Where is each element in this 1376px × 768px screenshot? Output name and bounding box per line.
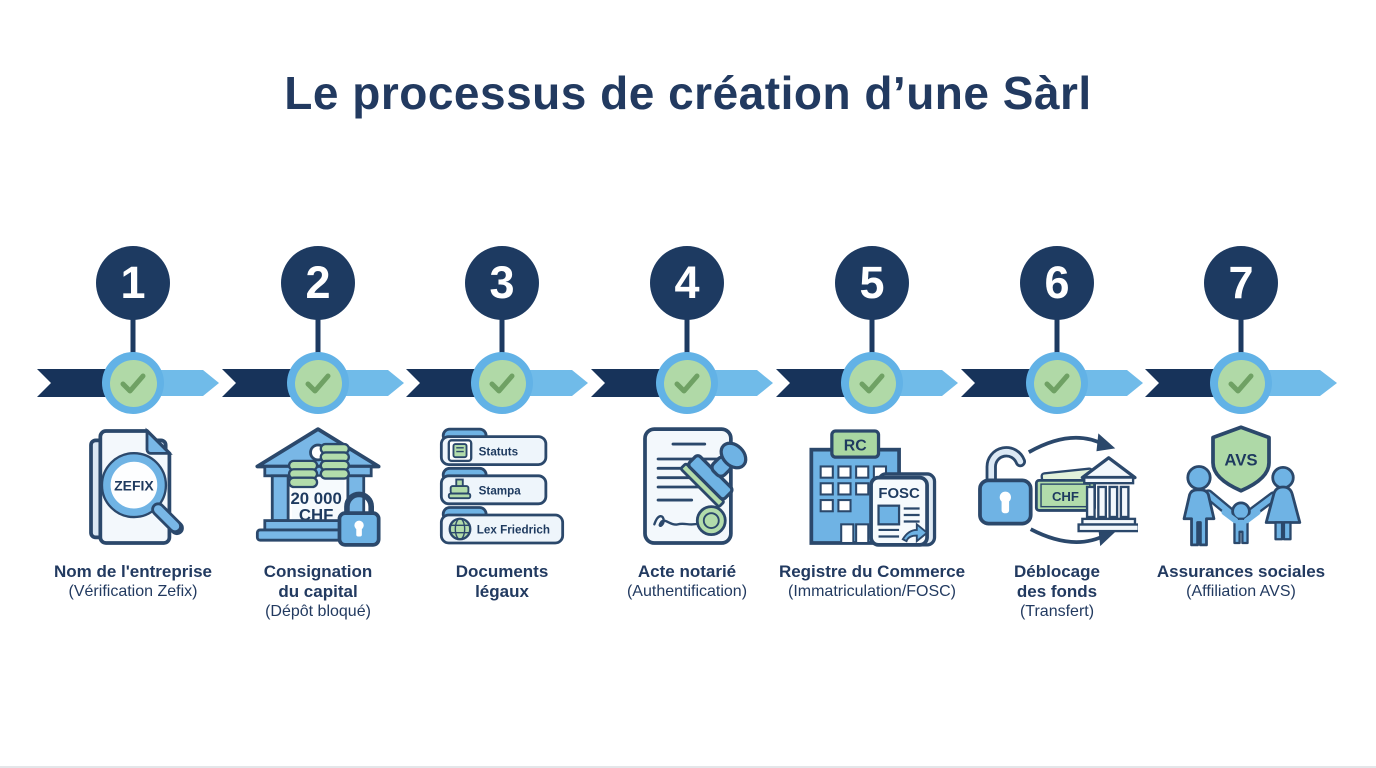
checkmark-icon [848,359,896,407]
checkpoint-circle [656,352,718,414]
transfer-arrow-top [1096,433,1116,452]
step-label-sub: (Immatriculation/FOSC) [787,583,957,600]
step-column-7: 7 AVS [1148,0,1334,768]
step-label-sub: (Affiliation AVS) [1186,583,1296,600]
step-column-4: 4 [594,0,780,768]
family-figures [1182,465,1302,547]
step-number-badge: 7 [1204,246,1278,320]
step-number-badge: 4 [650,246,724,320]
checkpoint-circle [1210,352,1272,414]
legal-documents-folders-icon: Statuts Stampa Lex Frie [432,424,572,555]
step-connector-line [499,316,505,360]
checkmark-icon [294,359,342,407]
step-label-line1: Assurances sociales [1156,562,1326,581]
step-column-6: 6 [964,0,1150,768]
step-label-line1: Déblocage [1014,562,1100,581]
step-label-sub: (Dépôt bloqué) [265,603,371,620]
step-number-badge: 2 [281,246,355,320]
step-label-line2: du capital [278,582,358,601]
step-label-sub: (Vérification Zefix) [68,583,198,600]
checkmark-icon [663,359,711,407]
doc-label-statuts: Statuts [479,445,519,458]
checkpoint-circle [471,352,533,414]
avs-shield-label: AVS [1224,451,1257,470]
step-number-badge: 5 [835,246,909,320]
checkmark-icon [109,359,157,407]
step-label-sub: (Transfert) [1019,603,1095,620]
open-padlock-icon [978,446,1033,526]
page-title: Le processus de création d’une Sàrl [284,67,1092,119]
step-label: Acte notarié (Authentification) [627,562,747,602]
step-number-badge: 6 [1020,246,1094,320]
stamp-icon [680,441,748,508]
commerce-registry-newspaper-icon: RC FOSC [802,424,942,555]
social-insurance-family-icon: AVS [1171,424,1311,555]
transfer-arrow-bottom [1098,528,1118,547]
step-label-line1: Documents [455,562,549,581]
fosc-title-label: FOSC [878,485,920,502]
step-label: Registre du Commerce (Immatriculation/FO… [779,562,965,602]
step-label: Nom de l'entreprise (Vérification Zefix) [54,562,212,602]
checkpoint-circle [1026,352,1088,414]
funds-release-transfer-icon: CHF [976,424,1140,553]
checkmark-icon [478,359,526,407]
bank-deposit-lock-icon: 20 000 CHF [248,424,388,555]
step-connector-line [1054,316,1060,360]
folder-statuts: Statuts [439,427,548,466]
checkpoint-circle [287,352,349,414]
step-label-sub: (Authentification) [626,583,748,600]
doc-label-stampa: Stampa [479,484,522,497]
notarized-deed-stamp-icon [617,424,757,555]
capital-amount-label: 20 000 [290,489,341,508]
step-label-line1: Registre du Commerce [778,562,966,581]
checkpoint-circle [102,352,164,414]
step-connector-line [1238,316,1244,360]
checkpoint-circle [841,352,903,414]
bank-outline-icon [1077,456,1140,533]
step-connector-line [869,316,875,360]
step-label: Consignation du capital (Dépôt bloqué) [264,562,373,622]
bottom-edge-line [0,766,1376,768]
folder-stampa: Stampa [439,466,548,506]
checkmark-icon [1217,359,1265,407]
padlock-icon [337,491,381,547]
step-connector-line [315,316,321,360]
step-connector-line [684,316,690,360]
step-label: Documents légaux [456,562,549,602]
chf-banknote-icon: CHF [1034,467,1096,512]
zefix-document-magnifier-icon: ZEFIX [63,424,203,555]
fosc-newspaper: FOSC [869,472,937,547]
rc-sign-label: RC [844,438,867,455]
step-number-badge: 3 [465,246,539,320]
step-column-5: 5 RC FOSC [779,0,965,768]
step-label-line2: légaux [475,582,529,601]
step-label-line1: Nom de l'entreprise [53,562,213,581]
step-label-line1: Acte notarié [637,562,737,581]
checkmark-icon [1033,359,1081,407]
zefix-label: ZEFIX [114,478,154,494]
step-number-badge: 1 [96,246,170,320]
avs-shield-icon: AVS [1211,425,1271,493]
step-label-line1: Consignation [263,562,373,581]
notary-seal-icon [695,505,727,536]
step-label: Déblocage des fonds (Transfert) [1014,562,1100,622]
step-label-line2: des fonds [1016,582,1098,601]
doc-label-lex-friedrich: Lex Friedrich [477,524,550,537]
step-connector-line [130,316,136,360]
step-column-1: 1 ZEFIX Nom de l'entreprise (Vérificatio… [40,0,226,768]
coin-stacks-icon [287,442,350,489]
step-column-3: 3 Statuts [409,0,595,768]
step-column-2: 2 [225,0,411,768]
folder-lex-friedrich: Lex Friedrich [439,506,565,545]
banknote-currency-label: CHF [1052,489,1079,504]
step-label: Assurances sociales (Affiliation AVS) [1157,562,1325,602]
